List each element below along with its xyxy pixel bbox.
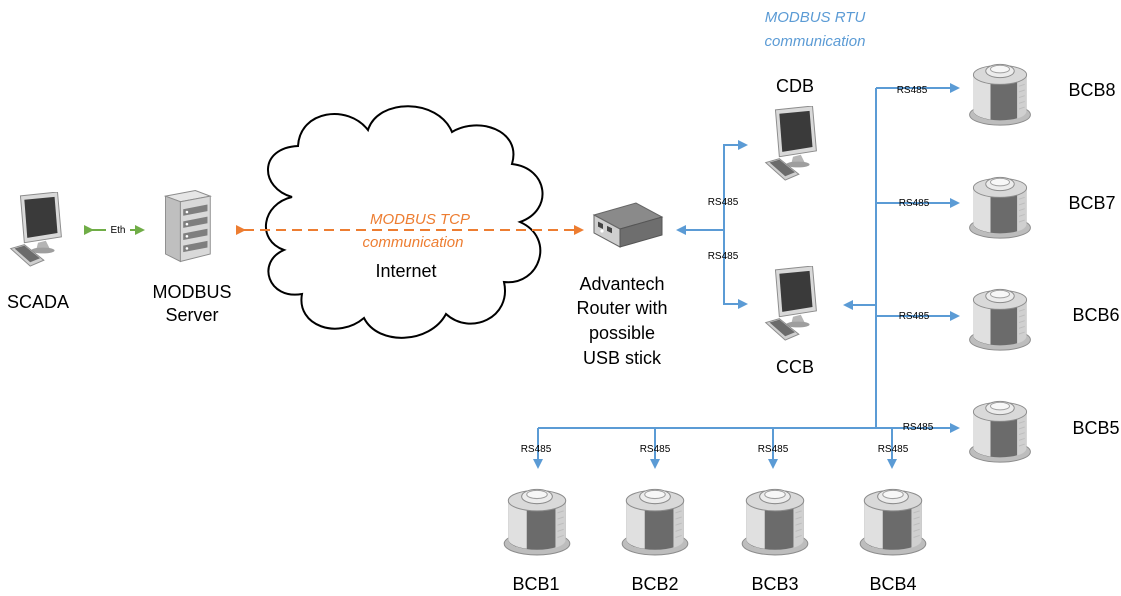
rs485-label-cdb: RS485 [708,197,739,208]
scada-label: SCADA [7,292,69,312]
server-label-line2: Server [165,305,218,325]
rs485-label-bcb5: RS485 [903,422,934,433]
modbus-tcp-label-line1: MODBUS TCP [370,211,470,228]
bcb2-label: BCB2 [631,574,678,594]
bcb2-device-icon [621,488,689,556]
cdb-label: CDB [776,76,814,96]
bcb8-device-icon [969,63,1031,126]
bcb1-device-icon [503,488,571,556]
internet-label: Internet [375,261,436,281]
bcb7-device-icon [969,176,1031,239]
modbus-rtu-label-line2: communication [765,33,866,50]
ccb-label: CCB [776,357,814,377]
rs485-label-bcb2: RS485 [640,444,671,455]
rs485-label-bcb1: RS485 [521,444,552,455]
bcb4-label: BCB4 [869,574,916,594]
bcb3-label: BCB3 [751,574,798,594]
ccb-rs485-link [723,230,748,309]
router-label-line3: possible [589,323,655,343]
rs485-label-ccb: RS485 [708,251,739,262]
bcb5-label: BCB5 [1072,418,1119,438]
rs485-label-bcb7: RS485 [899,198,930,209]
scada-computer-icon [10,192,62,267]
bcb3-device-icon [741,488,809,556]
bcb6-label: BCB6 [1072,305,1119,325]
ccb-computer-icon [765,266,817,341]
modbus-rtu-label-line1: MODBUS RTU [765,9,866,26]
router-label-line2: Router with [576,298,667,318]
modbus-server-icon [164,189,211,263]
cdb-rs485-link [723,140,748,230]
rs485-label-bcb8: RS485 [897,85,928,96]
bcb5-device-icon [969,400,1031,463]
cdb-computer-icon [765,106,817,181]
rs485-label-bcb4: RS485 [878,444,909,455]
router-label-line1: Advantech [579,274,664,294]
bcb4-device-icon [859,488,927,556]
bcb8-label: BCB8 [1068,80,1115,100]
router-icon [593,202,663,248]
modbus-tcp-label-line2: communication [363,234,464,251]
bcb7-label: BCB7 [1068,193,1115,213]
server-label-line1: MODBUS [152,282,231,302]
rs485-label-bcb3: RS485 [758,444,789,455]
bcb6-device-icon [969,288,1031,351]
router-label-line4: USB stick [583,348,662,368]
rs485-label-bcb6: RS485 [899,311,930,322]
eth-label: Eth [110,225,125,236]
internet-cloud [265,105,544,339]
bcb1-label: BCB1 [512,574,559,594]
